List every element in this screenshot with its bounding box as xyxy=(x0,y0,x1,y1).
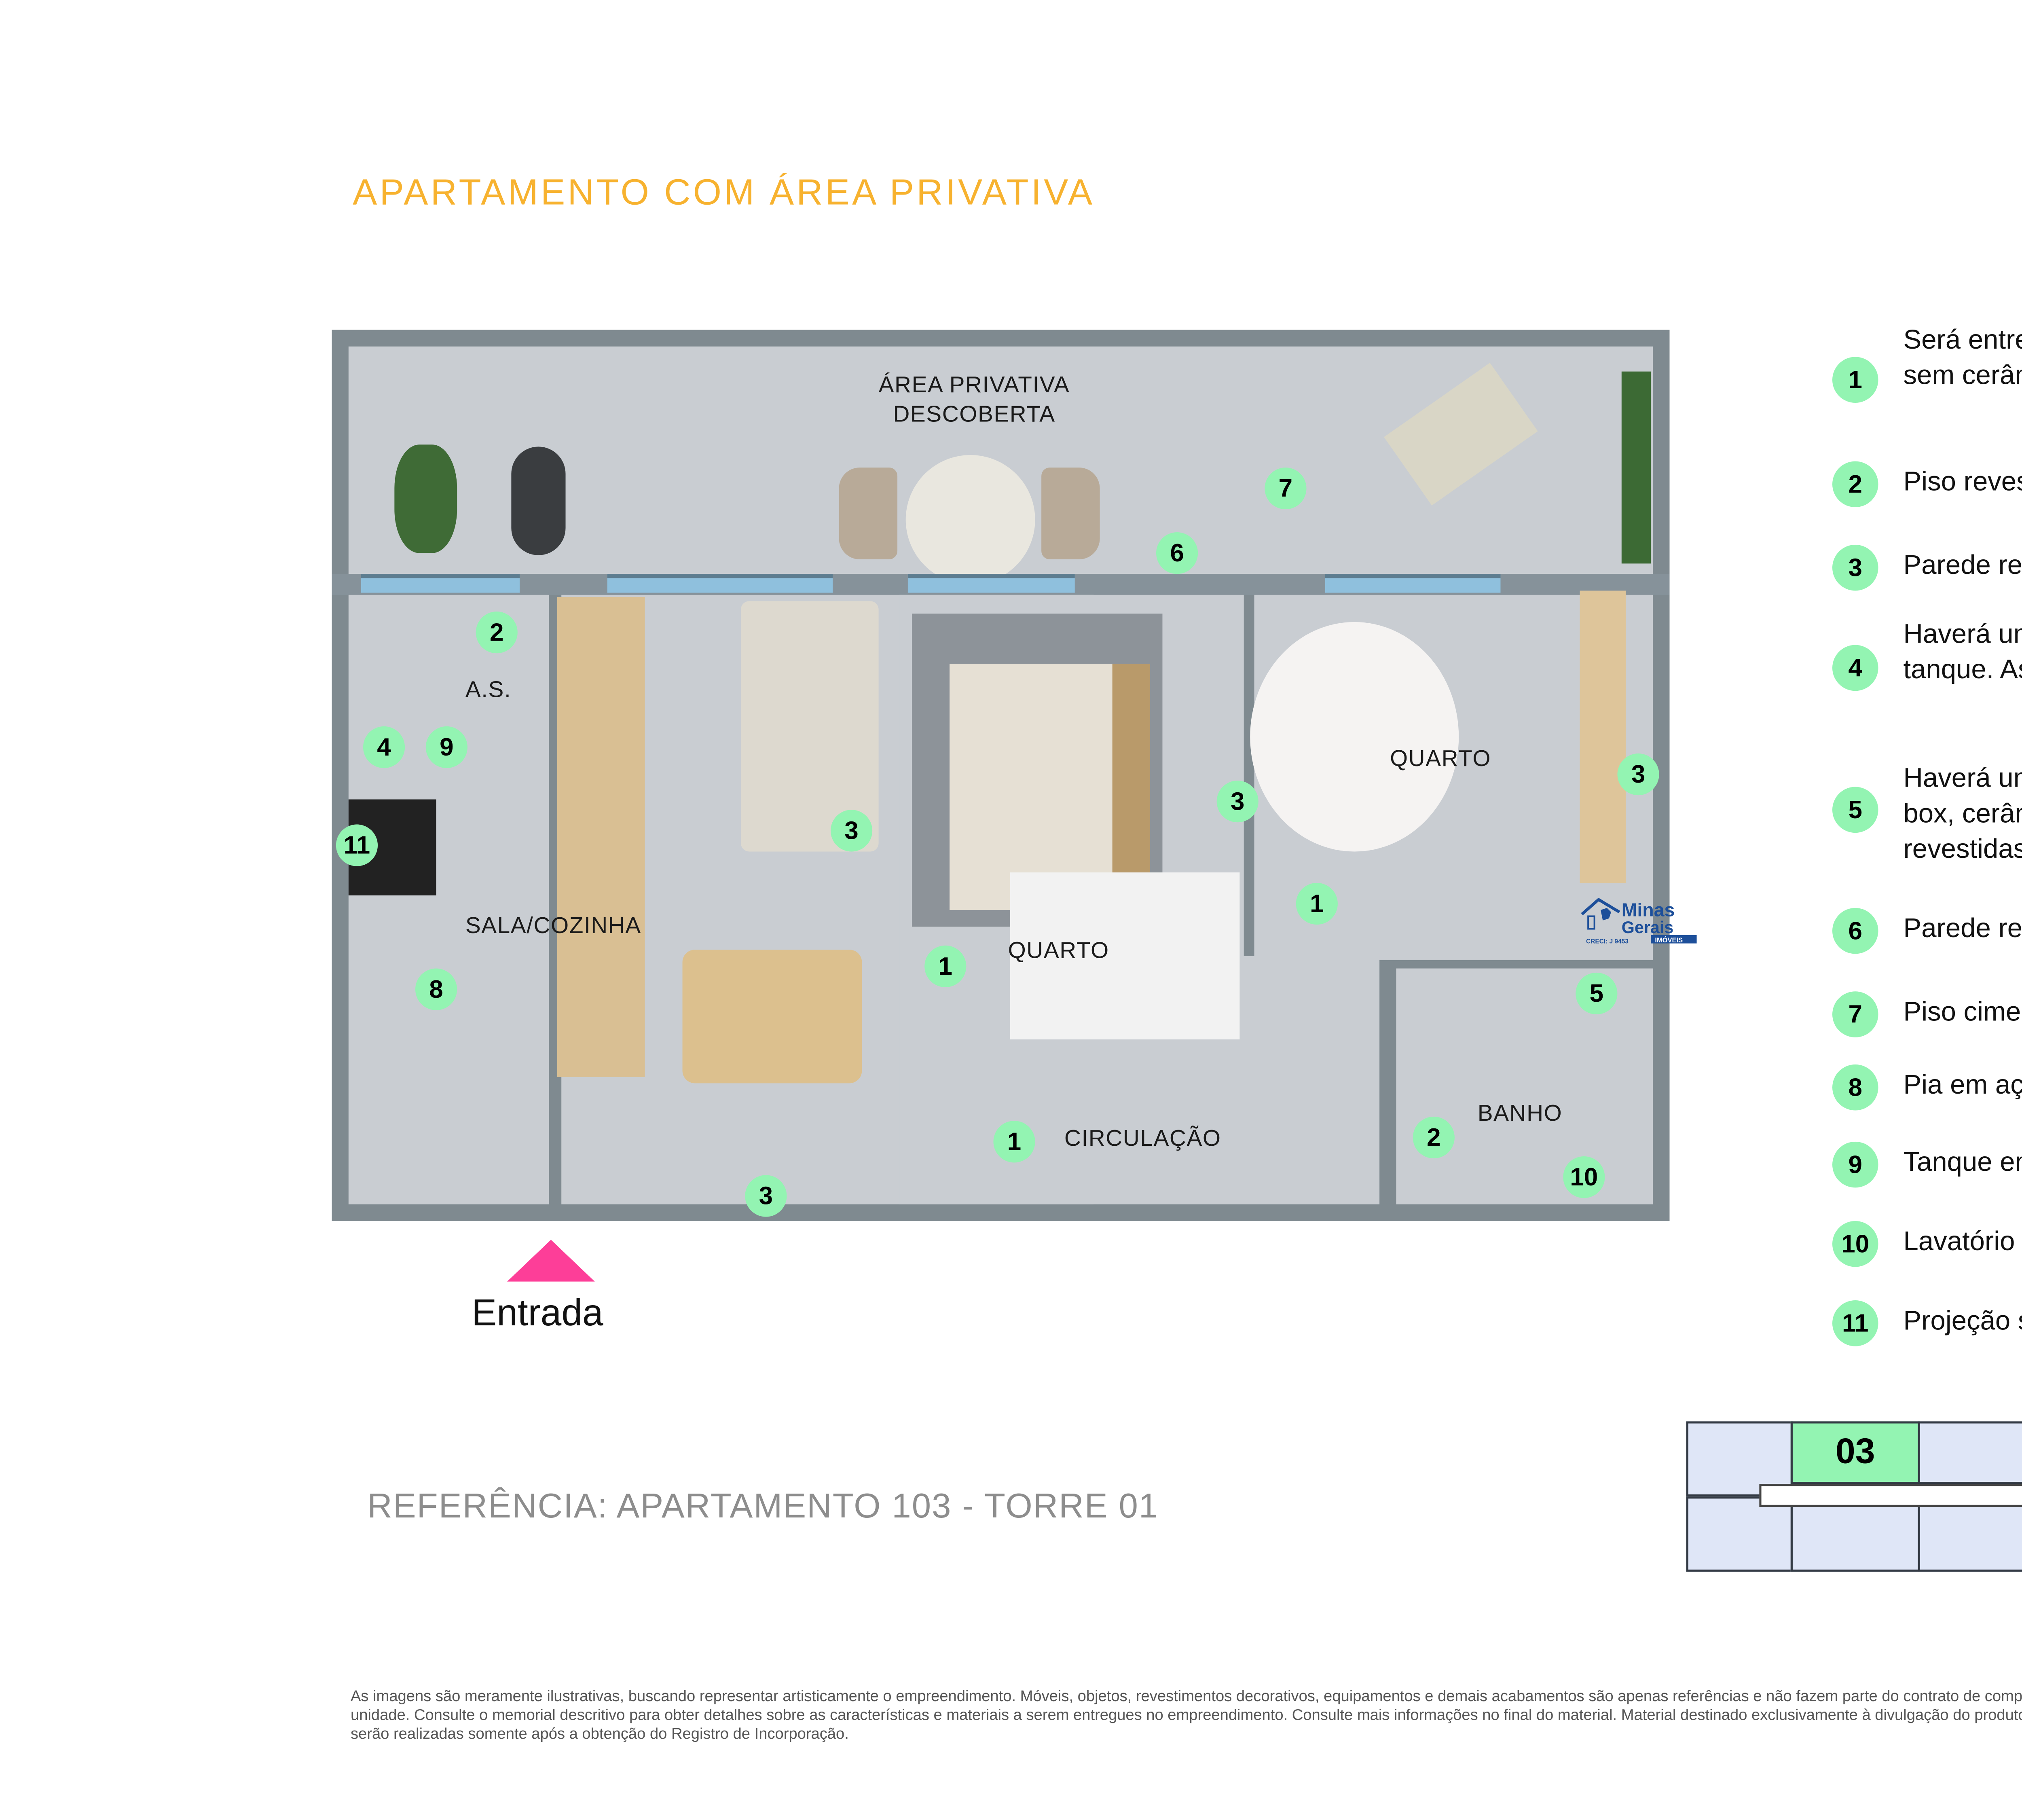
legend-number: 3 xyxy=(1832,544,1878,591)
legend-text: Piso cimentado. xyxy=(1903,995,2022,1027)
marker-1: 1 xyxy=(1296,882,1338,925)
marker-2: 2 xyxy=(1413,1116,1455,1159)
closet-icon xyxy=(1010,872,1240,1039)
window xyxy=(907,574,1075,593)
chair-icon xyxy=(1041,467,1100,560)
legend-number: 5 xyxy=(1832,787,1878,833)
legend-number: 1 xyxy=(1832,357,1878,403)
unit-cell xyxy=(1918,1421,2022,1484)
legend-number: 9 xyxy=(1832,1141,1878,1188)
legend-item: 6 Parede revestida com pintura conforme … xyxy=(1832,908,2022,954)
legend-text: Pia em aço inox. xyxy=(1903,1069,2022,1100)
marker-3: 3 xyxy=(745,1175,787,1217)
legend-item: 10 Lavatório em louça. xyxy=(1832,1221,2022,1267)
marker-4: 4 xyxy=(363,726,405,768)
legend-item: 1 Será entregue piso nivelado, sem acaba… xyxy=(1832,322,2022,403)
marker-11: 11 xyxy=(336,824,378,866)
legend-number: 7 xyxy=(1832,991,1878,1037)
legend-item: 7 Piso cimentado. xyxy=(1832,991,2022,1037)
legend-item: 2 Piso revestido em cerâmica. xyxy=(1832,461,2022,508)
legend-text: Haverá uma fiada de cerâmica sobre a ban… xyxy=(1903,618,2022,685)
legend-number: 10 xyxy=(1832,1221,1878,1267)
marker-1: 1 xyxy=(993,1121,1035,1163)
dining-table-icon xyxy=(682,950,862,1084)
unit-cell xyxy=(1918,1505,2022,1572)
reference-label: REFERÊNCIA: APARTAMENTO 103 - TORRE 01 xyxy=(367,1488,1159,1526)
entrance-arrow-icon xyxy=(507,1240,595,1282)
page-title: APARTAMENTO COM ÁREA PRIVATIVA xyxy=(353,171,1095,213)
key-plan: 03 xyxy=(1686,1421,2022,1572)
corridor xyxy=(1759,1484,2022,1507)
disclaimer: As imagens são meramente ilustrativas, b… xyxy=(350,1686,2022,1744)
plant-icon xyxy=(394,444,457,553)
legend-text: Haverá uma fiada de cerâmica sobre o lav… xyxy=(1903,762,2022,864)
entrance-label: Entrada xyxy=(472,1292,603,1334)
room-label-area-privativa: ÁREA PRIVATIVA DESCOBERTA xyxy=(878,373,1070,428)
legend-item: 4 Haverá uma fiada de cerâmica sobre a b… xyxy=(1832,616,2022,691)
unit-cell xyxy=(1686,1496,1793,1572)
watermark-line3: IMÓVEIS xyxy=(1655,936,1683,944)
legend-number: 6 xyxy=(1832,908,1878,954)
bed-icon xyxy=(950,664,1150,910)
marker-9: 9 xyxy=(425,726,467,768)
legend-item: 3 Parede revestida com pintura lisa. xyxy=(1832,544,2022,591)
marker-2: 2 xyxy=(476,612,518,654)
window xyxy=(1325,574,1501,593)
legend-number: 8 xyxy=(1832,1064,1878,1111)
round-table-icon xyxy=(905,455,1035,584)
watermark-creci: CRECI: J 9453 xyxy=(1586,938,1629,945)
legend-number: 11 xyxy=(1832,1300,1878,1346)
marker-8: 8 xyxy=(415,968,457,1010)
room-as xyxy=(348,595,549,1204)
minas-gerais-imoveis-watermark: Minas Gerais IMÓVEIS CRECI: J 9453 xyxy=(1580,893,1701,948)
marker-3: 3 xyxy=(830,810,873,852)
room-label-quarto: QUARTO xyxy=(1008,939,1109,965)
wardrobe-icon xyxy=(1580,590,1626,883)
floor-plan: ÁREA PRIVATIVA DESCOBERTA A.S. SALA/COZI… xyxy=(332,330,1670,1221)
unit-cell xyxy=(1790,1505,1920,1572)
unit-cell-highlighted: 03 xyxy=(1790,1421,1920,1484)
window xyxy=(361,574,520,593)
watermark-line1: Minas xyxy=(1622,899,1675,921)
legend-text: Piso revestido em cerâmica. xyxy=(1903,465,2022,497)
room-label-as: A.S. xyxy=(465,678,512,704)
legend-text: Parede revestida com pintura conforme fa… xyxy=(1903,912,2022,944)
marker-6: 6 xyxy=(1156,532,1198,574)
marker-10: 10 xyxy=(1563,1156,1605,1198)
room-label-banho: BANHO xyxy=(1477,1102,1563,1127)
marker-1: 1 xyxy=(924,945,967,987)
marker-3: 3 xyxy=(1617,753,1659,796)
room-label-quarto: QUARTO xyxy=(1390,747,1491,772)
marker-3: 3 xyxy=(1216,781,1258,823)
legend-item: 5 Haverá uma fiada de cerâmica sobre o l… xyxy=(1832,760,2022,866)
room-label-sala-cozinha: SALA/COZINHA xyxy=(465,914,641,940)
marker-7: 7 xyxy=(1265,467,1307,510)
legend-item: 8 Pia em aço inox. xyxy=(1832,1064,2022,1111)
legend-text: Será entregue piso nivelado, sem acabame… xyxy=(1903,323,2022,391)
room-label-circulacao: CIRCULAÇÃO xyxy=(1064,1127,1221,1152)
round-rug-icon xyxy=(1250,622,1459,852)
legend-item: 11 Projeção sanca xyxy=(1832,1300,2022,1346)
window xyxy=(607,574,833,593)
legend-text: Projeção sanca xyxy=(1903,1304,2022,1336)
marker-5: 5 xyxy=(1576,972,1618,1015)
green-wall-icon xyxy=(1621,371,1651,564)
legend-text: Parede revestida com pintura lisa. xyxy=(1903,549,2022,580)
counter-icon xyxy=(557,597,645,1077)
watermark-line2: Gerais xyxy=(1622,918,1673,937)
highlighted-unit-label: 03 xyxy=(1835,1432,1875,1472)
legend-number: 2 xyxy=(1832,461,1878,508)
legend-item: 9 Tanque em louça. xyxy=(1832,1141,2022,1188)
legend-text: Lavatório em louça. xyxy=(1903,1225,2022,1257)
grill-icon xyxy=(511,447,566,555)
chair-icon xyxy=(839,467,898,560)
legend-number: 4 xyxy=(1832,645,1878,691)
legend-text: Tanque em louça. xyxy=(1903,1146,2022,1177)
